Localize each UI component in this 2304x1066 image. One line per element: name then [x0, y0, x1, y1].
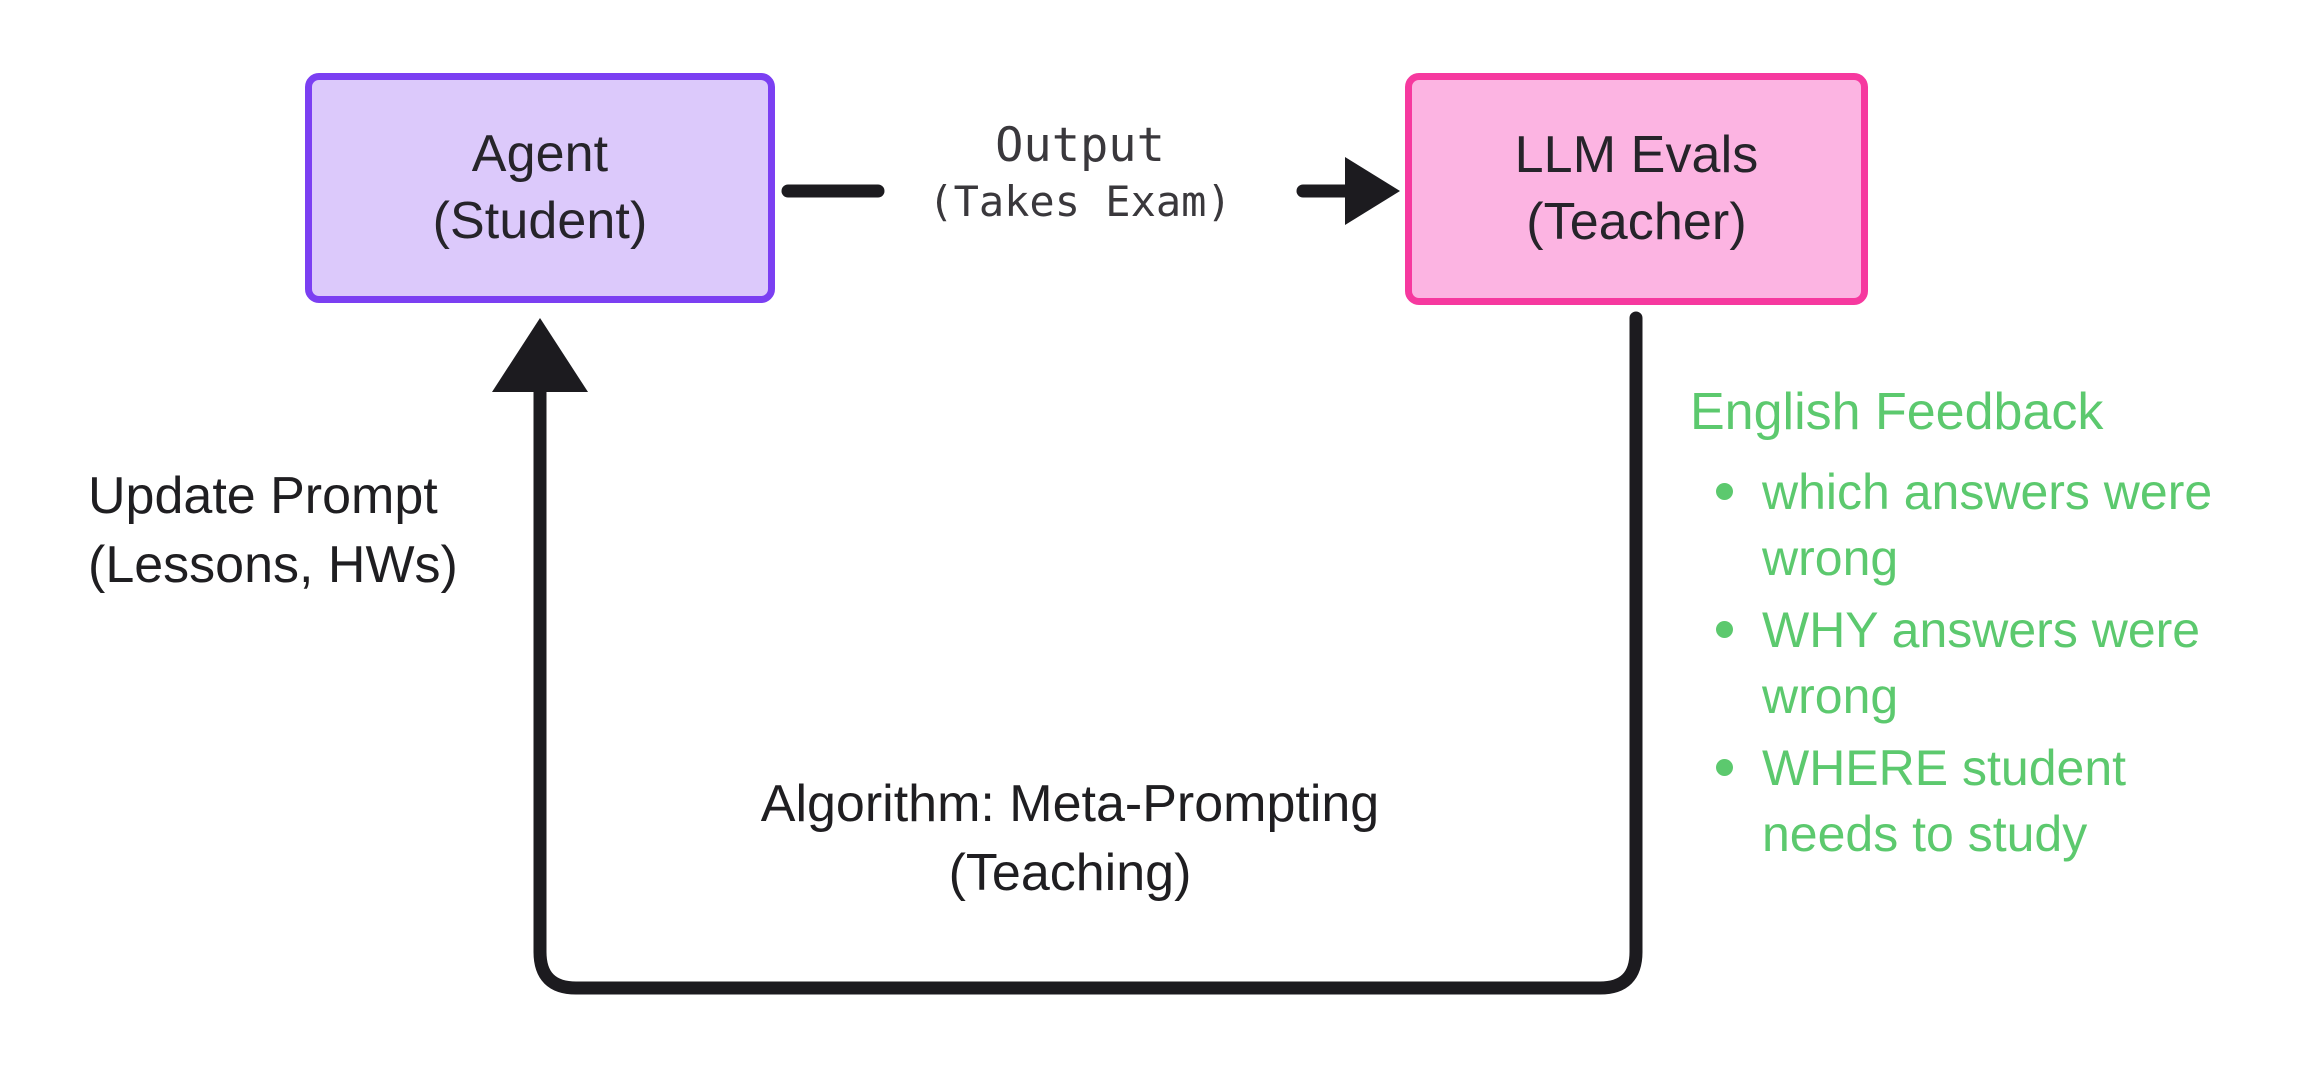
- list-item: WHERE student needs to study: [1690, 735, 2250, 867]
- edge-label-algorithm-line2: (Teaching): [948, 844, 1192, 903]
- edge-label-output: Output (Takes Exam): [890, 118, 1270, 231]
- list-item-label: which answers were wrong: [1762, 464, 2213, 587]
- edge-label-output-line1: Output: [995, 118, 1165, 173]
- node-agent-subtitle: (Student): [432, 192, 648, 250]
- node-llm-evals[interactable]: LLM Evals (Teacher): [1405, 73, 1868, 305]
- bullet-icon: [1716, 483, 1733, 501]
- edge-label-algorithm: Algorithm: Meta-Prompting (Teaching): [600, 770, 1540, 908]
- node-llm-evals-title: LLM Evals: [1514, 126, 1759, 185]
- english-feedback-list: which answers were wrong WHY answers wer…: [1690, 459, 2250, 867]
- list-item-label: WHY answers were wrong: [1762, 602, 2201, 725]
- node-llm-evals-subtitle: (Teacher): [1526, 193, 1747, 251]
- edge-label-output-line2: (Takes Exam): [928, 177, 1232, 227]
- list-item: which answers were wrong: [1690, 459, 2250, 591]
- output-arrow-head: [1345, 157, 1400, 225]
- list-item: WHY answers were wrong: [1690, 597, 2250, 729]
- node-agent[interactable]: Agent (Student): [305, 73, 775, 303]
- english-feedback-block: English Feedback which answers were wron…: [1690, 382, 2250, 873]
- edge-label-update-prompt-line2: (Lessons, HWs): [88, 536, 458, 595]
- bullet-icon: [1716, 759, 1733, 777]
- edge-label-update-prompt-line1: Update Prompt: [88, 467, 438, 525]
- list-item-label: WHERE student needs to study: [1762, 740, 2127, 863]
- bullet-icon: [1716, 621, 1733, 639]
- edge-label-algorithm-line1: Algorithm: Meta-Prompting: [760, 775, 1380, 833]
- node-agent-title: Agent: [471, 125, 609, 184]
- english-feedback-title: English Feedback: [1690, 383, 2104, 441]
- feedback-loop-arrow-head: [492, 318, 588, 392]
- edge-label-update-prompt: Update Prompt (Lessons, HWs): [88, 462, 518, 600]
